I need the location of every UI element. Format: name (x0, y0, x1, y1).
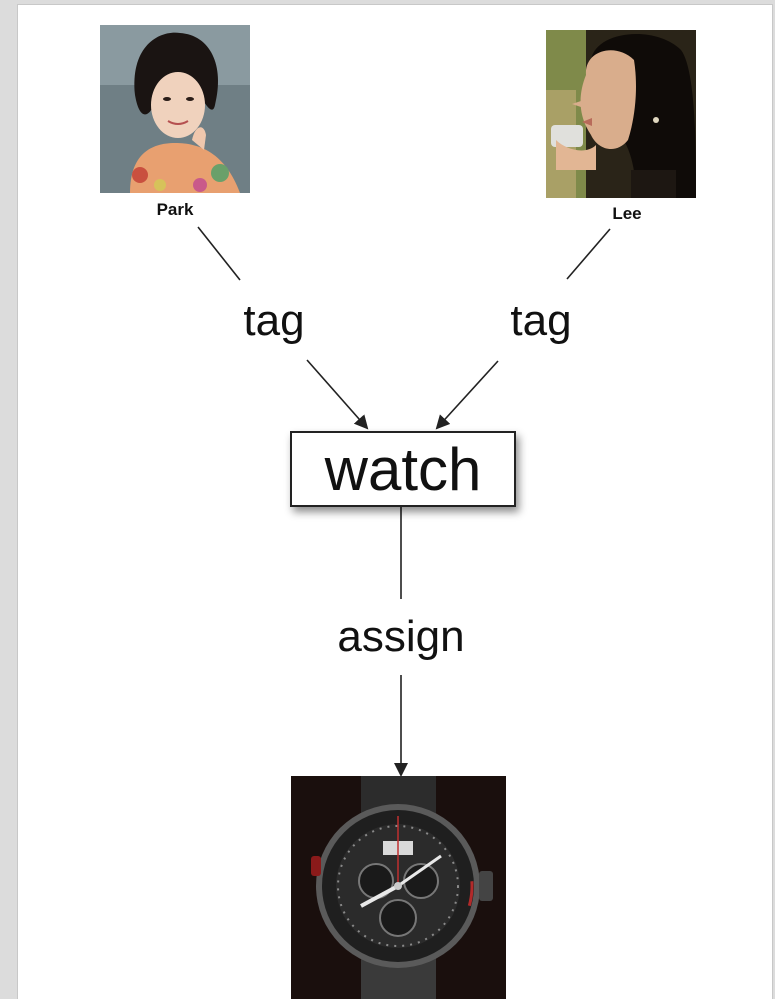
tag-node-box: watch (290, 431, 516, 507)
tag-node-label: watch (324, 435, 482, 503)
lee-to-tag-line (566, 228, 611, 280)
left-tag-label: tag (243, 296, 305, 345)
park-name: Park (156, 200, 194, 219)
watch-image (291, 776, 506, 999)
park-to-tag-line (197, 226, 241, 281)
right-tag-label: tag (510, 296, 572, 345)
left-tag-arrow (306, 359, 369, 430)
lee-name: Lee (612, 204, 642, 223)
assign-label: assign (337, 612, 465, 661)
connector-layer (197, 226, 611, 777)
diagram-canvas: Park Lee tag tag watch assign (17, 4, 773, 999)
right-tag-arrow (435, 360, 499, 430)
park-photo (100, 25, 250, 193)
lee-photo (546, 30, 696, 198)
